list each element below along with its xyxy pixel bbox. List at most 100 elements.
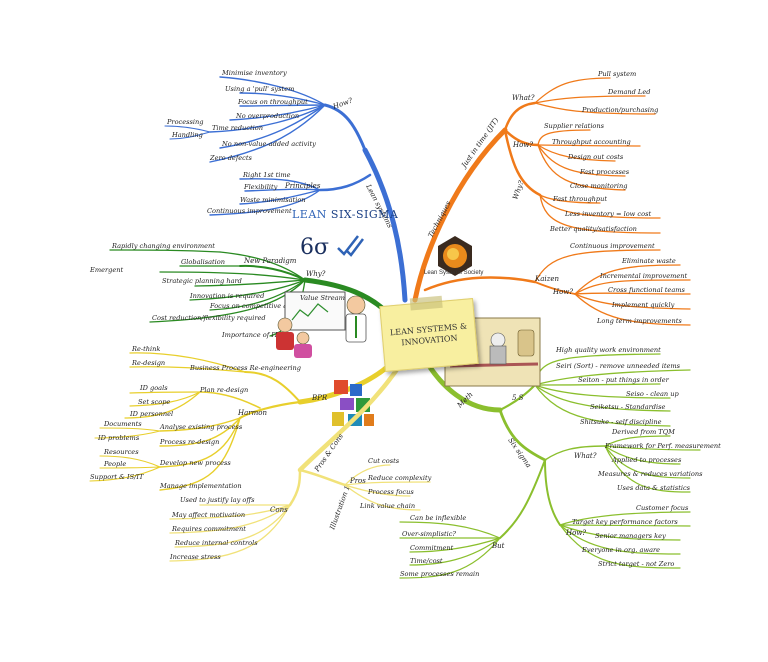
society-logo-icon xyxy=(438,236,472,276)
branch-pros-cons xyxy=(169,362,431,562)
jit-how-4: Fast processes xyxy=(579,168,630,176)
how-label: How? xyxy=(331,96,354,111)
lean-how-item-7: Zero defects xyxy=(209,154,253,162)
plan-redesign-label: Plan re-design xyxy=(199,386,248,394)
con-4: Reduce internal controls xyxy=(174,539,258,547)
jit-why-2: Less inventory = low cost xyxy=(564,210,651,218)
jit-how-1: Supplier relations xyxy=(544,122,605,130)
fives-3: Seiso - clean up xyxy=(626,390,680,398)
why-item-1: Strategic planning hard xyxy=(162,277,242,285)
pro-2: Reduce complexity xyxy=(367,474,432,482)
but-2: Over-simplistic? xyxy=(402,530,456,538)
logo-six-sigma: SIX-SIGMA xyxy=(330,208,399,221)
develop-label: Develop new process xyxy=(159,459,231,467)
harmon-label: Harmon xyxy=(237,409,267,417)
kaizen-how-2: Incremental improvement xyxy=(599,272,688,280)
tape xyxy=(409,295,443,311)
branch-techniques xyxy=(412,77,691,326)
jit-why-1: Fast throughput xyxy=(552,195,607,203)
time-reduction-sub-1: Processing xyxy=(166,118,204,126)
six-sigma-how-label: How? xyxy=(565,529,586,537)
new-paradigm-1: Rapidly changing environment xyxy=(111,242,215,250)
six-sigma-how-2: Target key performance factors xyxy=(572,518,678,526)
why-item-5: Importance of IT xyxy=(221,331,279,339)
new-paradigm-2: Globalisation xyxy=(181,258,225,266)
kaizen-item-1: Continuous improvement xyxy=(570,242,655,250)
checkmark-icon xyxy=(337,235,364,257)
techniques-label: Techniques xyxy=(427,199,453,239)
analyse-item-2: ID problems xyxy=(97,434,140,442)
bpr-label: BPR xyxy=(311,394,328,402)
six-sigma-what-3: Applied to processes xyxy=(611,456,682,464)
jit-what-2: Demand Led xyxy=(607,88,650,96)
why-item-4: Cost reduction/flexibility required xyxy=(152,314,266,322)
pro-3: Process focus xyxy=(367,488,414,496)
jit-why-label: Why? xyxy=(511,179,525,200)
lean-how-item-2: Using a 'pull' system xyxy=(225,85,294,93)
society-label: Lean Systems Society xyxy=(424,270,484,276)
jit-how-2: Throughput accounting xyxy=(552,138,631,146)
jit-why-3: Better quality/satisfaction xyxy=(549,225,637,233)
plan-item-3: ID personnel xyxy=(129,410,173,418)
jit-what-label: What? xyxy=(512,94,535,102)
con-3: Requires commitment xyxy=(171,525,246,533)
six-sigma-how-3: Senior managers key xyxy=(595,532,666,540)
new-paradigm-label: New Paradigm xyxy=(243,257,297,265)
jit-what-1: Pull system xyxy=(597,70,636,78)
con-1: Used to justify lay offs xyxy=(180,496,255,504)
lean-how-item-1: Minimise inventory xyxy=(221,69,287,77)
jit-how-3: Design out costs xyxy=(567,153,624,161)
but-label: But xyxy=(491,542,505,550)
lean-how-item-5: Time reduction xyxy=(212,124,263,132)
six-sigma-what-label: What? xyxy=(574,452,597,460)
six-sigma-how-5: Strict target - not Zero xyxy=(598,560,674,568)
con-2: May affect motivation xyxy=(171,511,245,519)
but-4: Time/cost xyxy=(410,557,443,565)
why-item-2: Innovation is required xyxy=(189,292,264,300)
kaizen-how-label: How? xyxy=(552,288,573,296)
fives-2: Seiton - put things in order xyxy=(578,376,670,384)
bpr-sub-1: Re-think xyxy=(131,345,160,353)
kaizen-how-4: Implement quickly xyxy=(611,301,675,309)
kaizen-how-3: Cross functional teams xyxy=(608,286,686,294)
branch-lean-systems xyxy=(164,76,408,303)
lean-how-item-4: No overproduction xyxy=(235,112,299,120)
lean-six-sigma-logo: LEAN SIX-SIGMA xyxy=(292,208,398,221)
develop-item-1: Resources xyxy=(103,448,139,456)
manage-implementation: Manage implementation xyxy=(159,482,242,490)
kaizen-label: Kaizen xyxy=(534,275,559,283)
why-item-3: Focus on competitive adv. xyxy=(209,302,296,310)
analyse-label: Analyse existing process xyxy=(159,423,243,431)
but-5: Some processes remain xyxy=(400,570,479,578)
analyse-item-1: Documents xyxy=(103,420,142,428)
fives-1: Seiri (Sort) - remove unneeded items xyxy=(556,362,681,370)
but-1: Can be inflexible xyxy=(410,514,466,522)
value-stream-label: Value Stream xyxy=(300,294,345,302)
six-sigma-symbol-icon: 6σ xyxy=(300,235,329,260)
six-sigma-what-4: Measures & reduces variations xyxy=(597,470,703,478)
jit-how-label: How? xyxy=(512,141,533,149)
kaizen-how-5: Long term improvements xyxy=(596,317,682,325)
lean-how-item-6: No non-value-added activity xyxy=(221,140,316,148)
why-label: Why? xyxy=(306,270,326,278)
logo-lean: LEAN xyxy=(292,208,327,221)
meth-top: High quality work environment xyxy=(555,346,661,354)
why-emergent: Emergent xyxy=(89,266,123,274)
presentation-illustration-icon xyxy=(276,291,367,358)
develop-item-3: Support & IS/IT xyxy=(90,473,144,481)
cons-label: Cons xyxy=(270,506,288,514)
pros-label: Pros xyxy=(349,477,366,485)
six-sigma-what-5: Uses data & statistics xyxy=(617,484,691,492)
principle-2: Flexibility xyxy=(243,183,278,191)
six-sigma-what-2: Framework for Perf. measurement xyxy=(604,442,721,450)
central-topic: LEAN SYSTEMS & INNOVATION xyxy=(379,295,479,372)
kaizen-how-1: Eliminate waste xyxy=(621,257,676,265)
plan-item-1: ID goals xyxy=(139,384,168,392)
bpr-sub-2: Re-design xyxy=(131,359,165,367)
but-3: Commitment xyxy=(410,544,454,552)
illustration-label: Illustration 1 xyxy=(328,485,352,532)
fives-5: Shitsuke - self discipline xyxy=(580,418,662,426)
six-sigma-what-1: Derived from TQM xyxy=(611,428,675,436)
six-sigma-how-4: Everyone in org. aware xyxy=(581,546,660,554)
